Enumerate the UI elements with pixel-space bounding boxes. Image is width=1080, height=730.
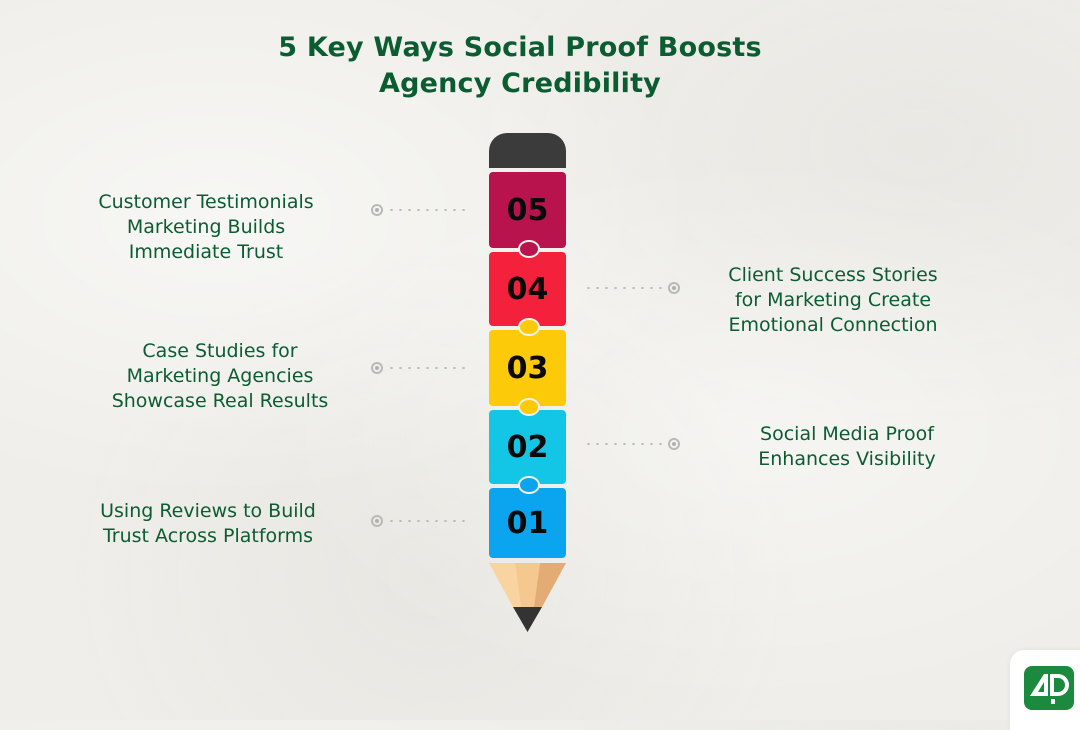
- segment-number: 02: [506, 429, 549, 465]
- connector-03: [371, 361, 471, 375]
- ad-logo-icon: [1024, 666, 1074, 710]
- connector-dot-icon: [371, 515, 383, 527]
- connector-dot-icon: [371, 204, 383, 216]
- connector-dot-icon: [668, 438, 680, 450]
- segment-number: 05: [506, 192, 549, 228]
- title-line-1: 5 Key Ways Social Proof Boosts: [278, 32, 762, 63]
- label-01: Using Reviews to Build Trust Across Plat…: [100, 500, 316, 547]
- label-04: Client Success Stories for Marketing Cre…: [728, 264, 938, 336]
- puzzle-knob: [518, 398, 540, 416]
- pencil-segment-01: 01: [489, 488, 566, 558]
- label-03: Case Studies for Marketing Agencies Show…: [111, 340, 329, 412]
- brand-logo: [1010, 650, 1080, 730]
- pencil-segment-05: 05: [489, 172, 566, 248]
- pencil-segment-04: 04: [489, 252, 566, 326]
- connector-dot-icon: [668, 282, 680, 294]
- segment-number: 01: [506, 505, 549, 541]
- connector-04: [580, 281, 680, 295]
- puzzle-knob: [518, 318, 540, 336]
- segment-number: 04: [506, 271, 549, 307]
- connector-dot-icon: [371, 362, 383, 374]
- pencil-segment-02: 02: [489, 410, 566, 484]
- title-line-2: Agency Credibility: [379, 68, 661, 99]
- pencil-eraser-cap: [489, 133, 566, 168]
- pencil-segment-03: 03: [489, 330, 566, 406]
- pencil-tip-icon: [489, 563, 566, 632]
- segment-number: 03: [506, 350, 549, 386]
- label-02: Social Media Proof Enhances Visibility: [758, 423, 936, 470]
- label-05: Customer Testimonials Marketing Builds I…: [98, 191, 314, 263]
- connector-05: [371, 203, 471, 217]
- connector-01: [371, 514, 471, 528]
- infographic-title: 5 Key Ways Social Proof Boosts Agency Cr…: [0, 30, 1040, 102]
- connector-02: [580, 437, 680, 451]
- puzzle-knob: [518, 240, 540, 258]
- puzzle-knob: [518, 476, 540, 494]
